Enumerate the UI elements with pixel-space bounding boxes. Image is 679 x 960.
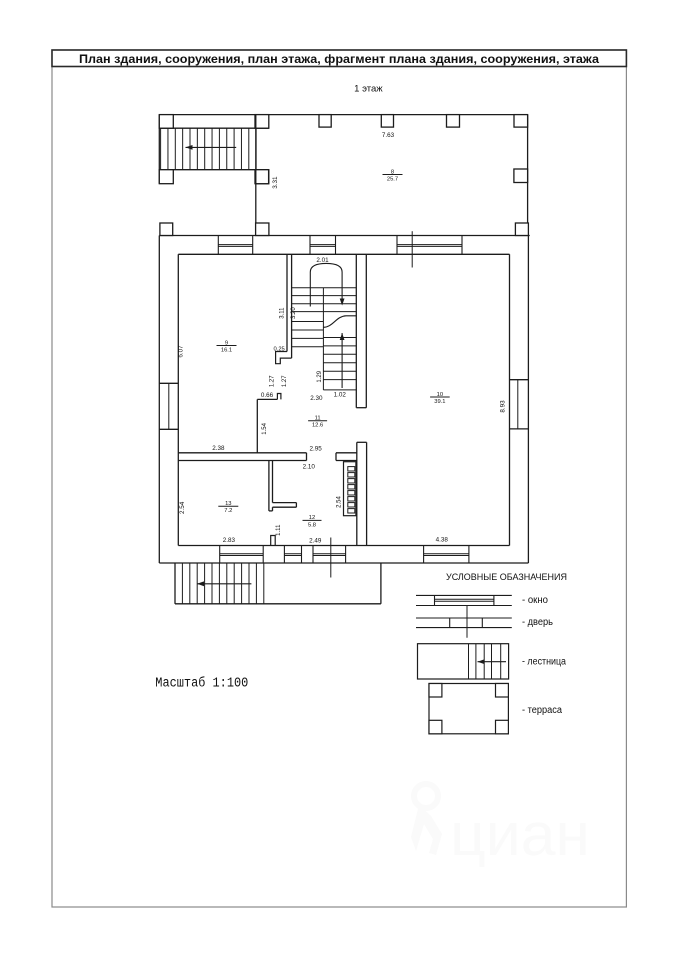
svg-text:0.66: 0.66 xyxy=(261,392,274,399)
svg-text:- терраса: - терраса xyxy=(522,705,563,716)
svg-text:УСЛОВНЫЕ ОБАЗНАЧЕНИЯ: УСЛОВНЫЕ ОБАЗНАЧЕНИЯ xyxy=(446,572,567,583)
svg-text:3.20: 3.20 xyxy=(291,307,297,319)
svg-text:12.6: 12.6 xyxy=(312,423,323,429)
svg-text:- окно: - окно xyxy=(522,595,549,606)
svg-text:39.1: 39.1 xyxy=(434,399,445,405)
svg-text:1 этаж: 1 этаж xyxy=(354,84,383,95)
svg-text:6.07: 6.07 xyxy=(178,345,185,358)
svg-text:5.8: 5.8 xyxy=(308,522,316,528)
svg-text:25.7: 25.7 xyxy=(387,177,398,183)
svg-text:1.54: 1.54 xyxy=(262,422,268,434)
svg-text:13: 13 xyxy=(225,501,231,507)
svg-text:2.95: 2.95 xyxy=(309,446,322,453)
svg-text:10: 10 xyxy=(437,392,443,398)
svg-text:12: 12 xyxy=(309,515,315,521)
svg-text:1.27: 1.27 xyxy=(270,375,276,387)
svg-text:1.02: 1.02 xyxy=(334,391,347,398)
svg-text:- дверь: - дверь xyxy=(522,617,553,628)
svg-text:8.93: 8.93 xyxy=(500,400,507,413)
svg-text:1.11: 1.11 xyxy=(276,524,282,536)
svg-text:2.83: 2.83 xyxy=(223,537,236,544)
svg-text:4.38: 4.38 xyxy=(436,537,449,544)
svg-text:1.29: 1.29 xyxy=(317,370,323,382)
svg-text:2.49: 2.49 xyxy=(309,538,322,545)
svg-text:3.31: 3.31 xyxy=(272,176,279,189)
svg-text:3.11: 3.11 xyxy=(279,307,285,319)
svg-text:11: 11 xyxy=(315,416,321,422)
svg-text:0.25: 0.25 xyxy=(274,347,285,353)
svg-text:Масштаб 1:100: Масштаб 1:100 xyxy=(155,677,248,692)
svg-text:1.27: 1.27 xyxy=(282,375,288,387)
svg-text:16.1: 16.1 xyxy=(221,348,232,354)
svg-text:2.54: 2.54 xyxy=(337,496,343,508)
svg-text:циан: циан xyxy=(450,801,590,868)
svg-text:- лестница: - лестница xyxy=(522,656,566,667)
svg-text:План здания, сооружения, план: План здания, сооружения, план этажа, фра… xyxy=(79,52,599,66)
svg-text:2.01: 2.01 xyxy=(316,257,329,264)
svg-text:7.63: 7.63 xyxy=(382,132,395,139)
svg-text:8: 8 xyxy=(391,169,394,175)
svg-text:2.30: 2.30 xyxy=(310,395,323,402)
svg-text:2.10: 2.10 xyxy=(303,463,316,470)
svg-text:2.54: 2.54 xyxy=(179,501,186,514)
svg-text:2.38: 2.38 xyxy=(212,445,225,452)
svg-text:7.2: 7.2 xyxy=(224,508,232,514)
svg-text:9: 9 xyxy=(225,340,228,346)
